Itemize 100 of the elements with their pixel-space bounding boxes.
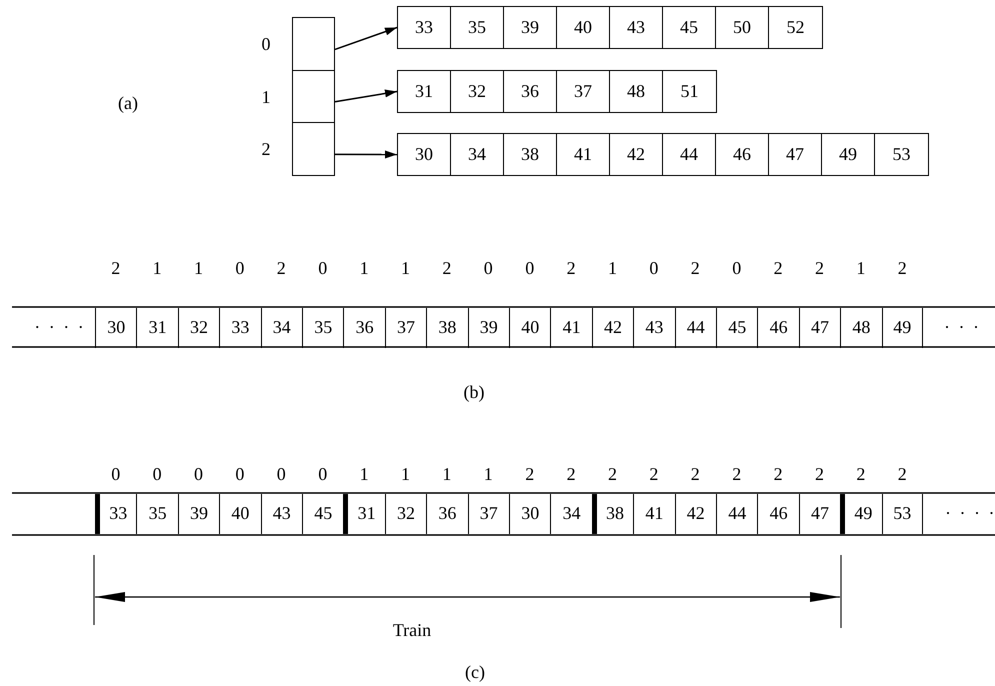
bucket-index: 0 xyxy=(234,464,246,484)
bucket-index: 2 xyxy=(772,258,784,278)
list-number: 48 xyxy=(610,71,663,112)
bucket-index: 2 xyxy=(441,258,452,278)
bucket-index: 0 xyxy=(110,464,122,484)
list-row xyxy=(397,133,929,176)
bucket-index: 1 xyxy=(482,464,494,484)
number-cell: 33 xyxy=(95,494,136,534)
list-number: 50 xyxy=(716,7,769,48)
number-cell: 42 xyxy=(592,308,634,348)
bucket-index: 2 xyxy=(606,464,618,484)
bucket-index: 2 xyxy=(731,464,742,484)
bucket-index: 0 xyxy=(192,464,204,484)
arrow xyxy=(334,90,398,103)
number-cell: 38 xyxy=(426,308,468,348)
number-cell: 44 xyxy=(716,494,758,534)
list-number: 52 xyxy=(786,16,806,39)
list-number: 47 xyxy=(769,134,822,175)
number-cell: 32 xyxy=(178,308,220,348)
pointer-cell xyxy=(292,122,335,176)
ellipsis: · · · xyxy=(943,317,982,337)
list-row xyxy=(397,6,823,49)
bucket-index: 1 xyxy=(441,464,452,484)
number-cell: 31 xyxy=(136,308,178,348)
arrow xyxy=(335,150,397,158)
number-cell: 36 xyxy=(426,494,468,534)
bucket-index: 0 xyxy=(317,464,328,484)
panel-label: (a) xyxy=(117,93,139,113)
bucket-index: 1 xyxy=(400,464,411,484)
bucket-index: 2 xyxy=(690,464,701,484)
bucket-index: 2 xyxy=(566,258,577,278)
number-cell: 43 xyxy=(260,494,302,534)
number-cell: 49 xyxy=(882,308,923,348)
bucket-index: 1 xyxy=(855,258,866,278)
number-cell: 47 xyxy=(798,308,840,348)
panel-label: (c) xyxy=(464,662,486,682)
arrow xyxy=(334,26,398,50)
bucket-index: 0 xyxy=(152,464,163,484)
number-cell: 46 xyxy=(757,494,799,534)
number-cell: 40 xyxy=(509,308,550,348)
number-cell: 32 xyxy=(384,494,426,534)
number-cell: 33 xyxy=(219,308,261,348)
bucket-index: 2 xyxy=(896,258,908,278)
bucket-index: 1 xyxy=(400,258,411,278)
list-number: 42 xyxy=(610,134,663,175)
number-cell: 38 xyxy=(592,494,634,534)
number-cell: 46 xyxy=(757,308,799,348)
number-cell: 37 xyxy=(468,494,509,534)
list-number: 39 xyxy=(504,7,557,48)
bucket-index: 2 xyxy=(772,464,784,484)
pointer-cell xyxy=(292,70,335,123)
list-number: 36 xyxy=(504,71,557,112)
bucket-index: 0 xyxy=(482,258,494,278)
number-cell: 43 xyxy=(633,308,675,348)
dimension-label: Train xyxy=(392,620,432,640)
number-cell: 49 xyxy=(840,494,882,534)
number-cell: 45 xyxy=(716,308,758,348)
bucket-index: 0 xyxy=(276,464,287,484)
panel-label: (b) xyxy=(462,382,486,402)
number-cell: 40 xyxy=(219,494,261,534)
number-cell: 41 xyxy=(550,308,592,348)
list-number: 41 xyxy=(557,134,610,175)
number-cell: 42 xyxy=(674,494,716,534)
list-row xyxy=(397,70,717,113)
bucket-index: 2 xyxy=(814,464,825,484)
number-cell: 47 xyxy=(798,494,840,534)
number-cell: 30 xyxy=(509,494,550,534)
bucket-index: 2 xyxy=(690,258,701,278)
pointer-cell xyxy=(292,17,335,71)
list-number: 34 xyxy=(451,134,504,175)
list-number: 38 xyxy=(504,134,557,175)
list-number: 31 xyxy=(398,71,451,112)
list-number: 46 xyxy=(716,134,769,175)
bucket-index: 0 xyxy=(317,258,328,278)
number-cell: 44 xyxy=(674,308,716,348)
bucket-index: 2 xyxy=(524,464,536,484)
number-cell: 30 xyxy=(95,308,136,348)
number-cell: 37 xyxy=(384,308,426,348)
list-number: 33 xyxy=(398,7,451,48)
list-number: 44 xyxy=(663,134,716,175)
list-number: 51 xyxy=(680,80,700,103)
number-cell: 39 xyxy=(468,308,509,348)
ellipsis: · · · · xyxy=(33,317,87,337)
slot-index: 2 xyxy=(260,139,272,159)
list-number: 35 xyxy=(451,7,504,48)
number-cell: 35 xyxy=(136,494,178,534)
number-cell: 35 xyxy=(302,308,344,348)
list-number: 30 xyxy=(398,134,451,175)
number-cell: 34 xyxy=(260,308,302,348)
number-cell: 39 xyxy=(178,494,220,534)
bucket-index: 1 xyxy=(358,464,370,484)
bucket-index: 1 xyxy=(358,258,370,278)
bucket-index: 1 xyxy=(192,258,204,278)
bucket-index: 2 xyxy=(855,464,866,484)
slot-index: 1 xyxy=(260,86,272,106)
bucket-index: 2 xyxy=(566,464,577,484)
bucket-index: 1 xyxy=(606,258,618,278)
list-number: 40 xyxy=(557,7,610,48)
ellipsis: · · · · xyxy=(945,503,995,523)
list-number: 45 xyxy=(663,7,716,48)
